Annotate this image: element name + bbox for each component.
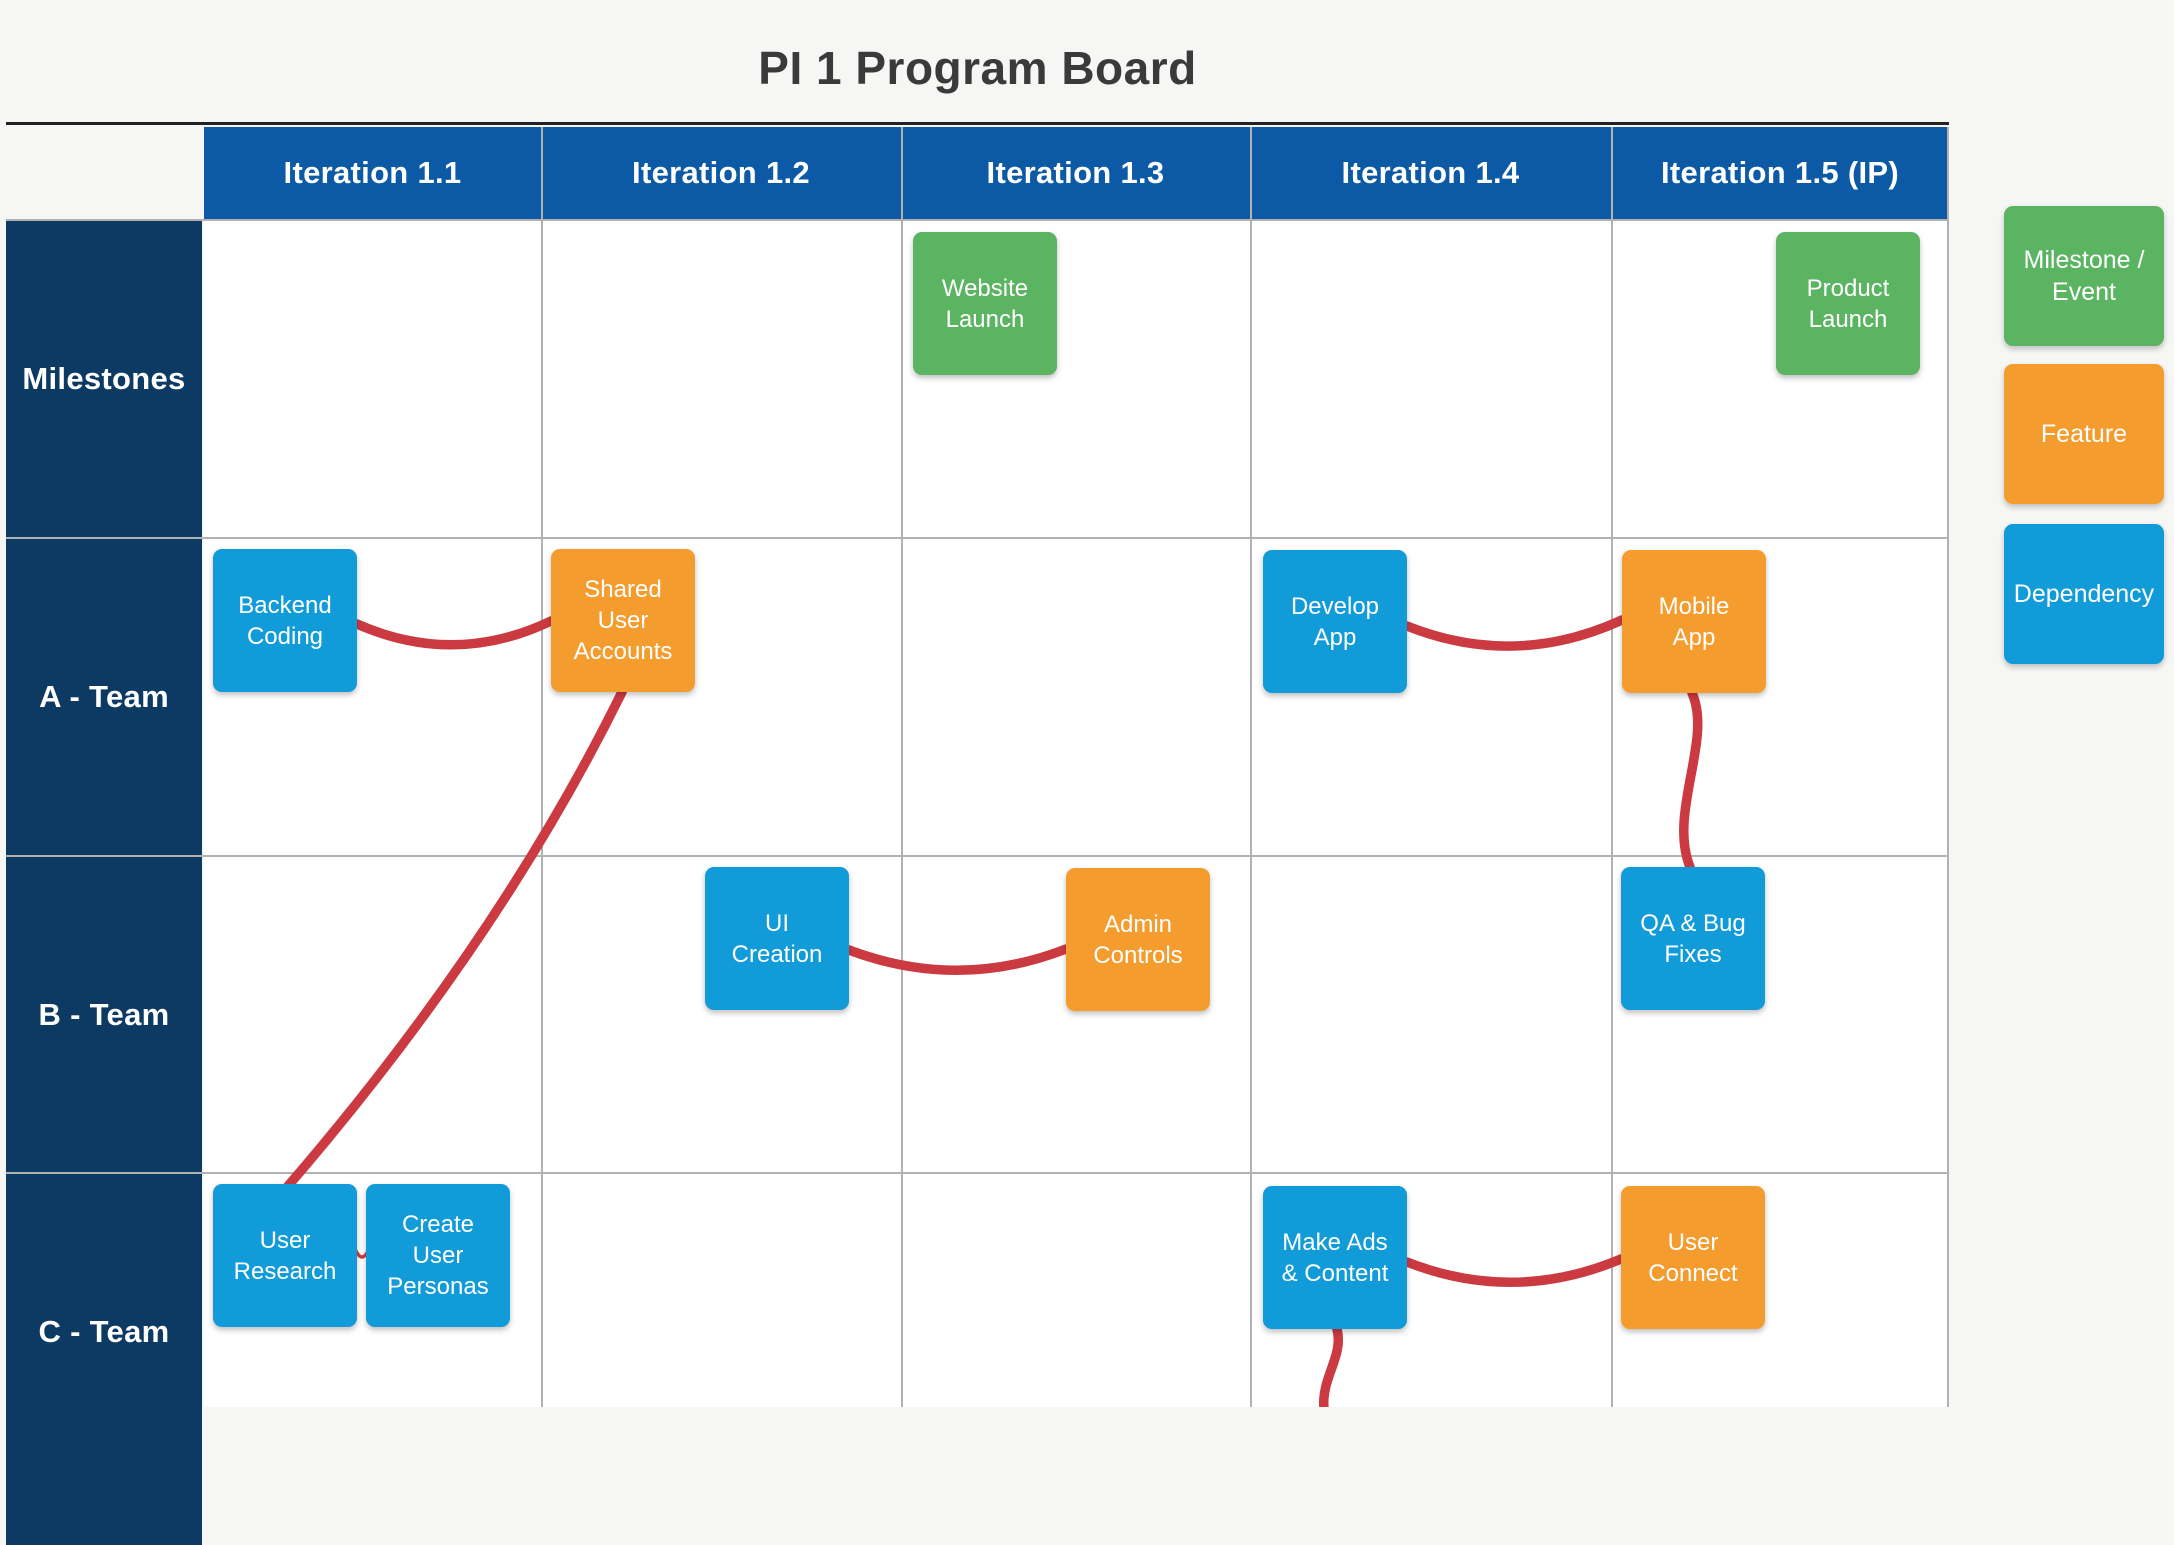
- card-backend-coding[interactable]: Backend Coding: [213, 549, 357, 692]
- table-top-border: [6, 122, 1949, 125]
- legend-card-feature: Feature: [2004, 364, 2164, 504]
- column-header-iteration-1-2: Iteration 1.2: [541, 127, 901, 219]
- card-ui-creation[interactable]: UI Creation: [705, 867, 849, 1010]
- card-mobile-app[interactable]: Mobile App: [1622, 550, 1766, 693]
- grid-row-line: [6, 855, 1949, 857]
- row-label-milestones: Milestones: [6, 221, 202, 537]
- connector-mobile-to-qa[interactable]: [1679, 688, 1703, 872]
- connector-makeads-to-offscreen[interactable]: [1319, 1324, 1344, 1407]
- connector-ui-to-admin[interactable]: [844, 944, 1071, 975]
- row-label-b-team: B - Team: [6, 857, 202, 1172]
- grid-row-line: [6, 537, 1949, 539]
- row-label-a-team: A - Team: [6, 539, 202, 855]
- card-product-launch[interactable]: Product Launch: [1776, 232, 1920, 375]
- grid-column-line: [541, 127, 543, 1407]
- card-qa-bug-fixes[interactable]: QA & Bug Fixes: [1621, 867, 1765, 1010]
- connector-makeads-to-userconnect[interactable]: [1402, 1254, 1626, 1287]
- card-user-connect[interactable]: User Connect: [1621, 1186, 1765, 1329]
- legend-card-dependency: Dependency: [2004, 524, 2164, 664]
- card-admin-controls[interactable]: Admin Controls: [1066, 868, 1210, 1011]
- grid-column-line: [1947, 127, 1949, 1407]
- column-header-iteration-1-4: Iteration 1.4: [1250, 127, 1611, 219]
- grid-column-line: [1250, 127, 1252, 1407]
- card-make-ads-content[interactable]: Make Ads & Content: [1263, 1186, 1407, 1329]
- legend-card-milestone: Milestone / Event: [2004, 206, 2164, 346]
- column-header-iteration-1-5-ip: Iteration 1.5 (IP): [1611, 127, 1949, 219]
- card-user-research[interactable]: User Research: [213, 1184, 357, 1327]
- grid-column-line: [1611, 127, 1613, 1407]
- card-develop-app[interactable]: Develop App: [1263, 550, 1407, 693]
- connector-develop-to-mobile[interactable]: [1402, 615, 1627, 651]
- connector-shared-to-user-research[interactable]: [283, 687, 627, 1191]
- column-header-iteration-1-3: Iteration 1.3: [901, 127, 1250, 219]
- page-title: PI 1 Program Board: [758, 42, 1197, 94]
- grid-column-line: [901, 127, 903, 1407]
- grid-row-line: [6, 1172, 1949, 1174]
- card-create-user-personas[interactable]: Create User Personas: [366, 1184, 510, 1327]
- pi-program-board: { "title": "PI 1 Program Board", "colors…: [6, 42, 2164, 1545]
- corner-cell: [6, 127, 202, 219]
- connector-backend-to-shared[interactable]: [352, 616, 556, 650]
- card-shared-user-accounts[interactable]: Shared User Accounts: [551, 549, 695, 692]
- card-website-launch[interactable]: Website Launch: [913, 232, 1057, 375]
- grid-row-line: [6, 219, 1949, 221]
- column-header-iteration-1-1: Iteration 1.1: [204, 127, 541, 219]
- connector-layer: [283, 615, 1703, 1407]
